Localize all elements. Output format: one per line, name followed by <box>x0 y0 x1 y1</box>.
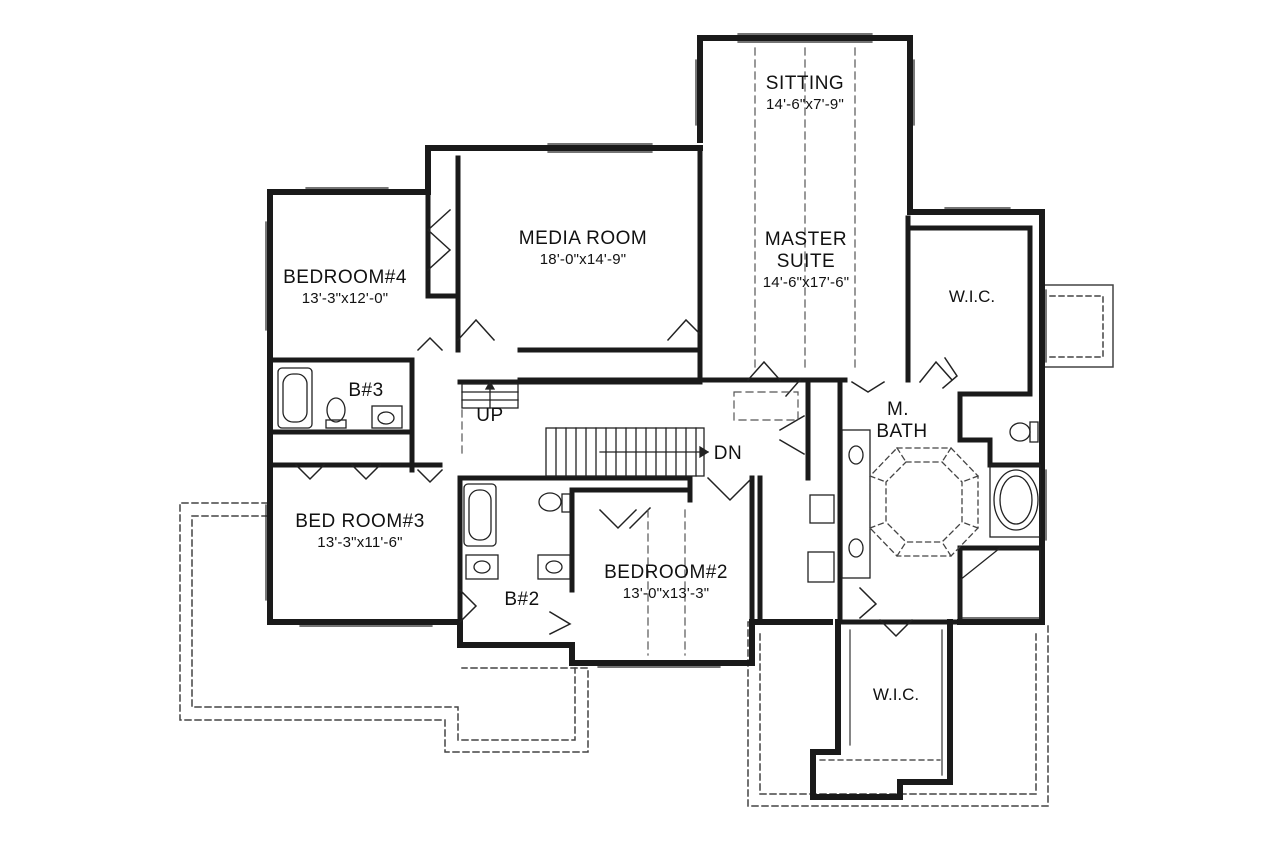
bay-outline <box>1043 284 1114 368</box>
windows <box>265 33 1047 668</box>
room-dim-bedroom-2: 13'-0"x13'-3" <box>622 585 710 602</box>
room-dim-master-suite: 14'-6"x17'-6" <box>762 274 850 291</box>
room-name-media-room: MEDIA ROOM <box>518 228 648 249</box>
stair-up-label: UP <box>476 405 504 426</box>
roof-outline-left <box>179 502 589 753</box>
stair-down-label: DN <box>713 443 743 464</box>
exterior-walls <box>267 35 1045 800</box>
room-dim-bedroom-3: 13'-3"x11'-6" <box>317 534 403 551</box>
room-name-master-bath-2: BATH <box>876 421 928 442</box>
room-name-bath-2: B#2 <box>504 589 540 610</box>
room-name-master-suite-1: MASTER <box>764 229 848 250</box>
stair-up <box>461 380 519 409</box>
room-name-wic-upper: W.I.C. <box>948 287 996 306</box>
room-dim-media-room: 18'-0"x14'-9" <box>539 251 627 268</box>
door-swings <box>294 208 958 638</box>
room-name-master-suite-2: SUITE <box>776 251 836 272</box>
roof-outline-right <box>747 621 1049 807</box>
closet-lines <box>819 629 943 776</box>
plumbing-fixtures <box>277 367 1041 619</box>
room-name-sitting: SITTING <box>765 73 845 94</box>
octagon-ceiling <box>869 447 979 557</box>
room-name-bedroom-2: BEDROOM#2 <box>604 562 728 583</box>
room-name-bedroom-4: BEDROOM#4 <box>283 267 407 288</box>
room-name-bath-3: B#3 <box>348 380 384 401</box>
stair-down <box>545 427 710 477</box>
room-dim-bedroom-4: 13'-3"x12'-0" <box>301 290 389 307</box>
ceiling-lines <box>461 47 856 656</box>
room-dim-sitting: 14'-6"x7'-9" <box>766 96 844 113</box>
room-name-master-bath-1: M. <box>886 399 910 420</box>
room-name-wic-lower: W.I.C. <box>872 685 920 704</box>
room-name-bedroom-3: BED ROOM#3 <box>295 511 425 532</box>
